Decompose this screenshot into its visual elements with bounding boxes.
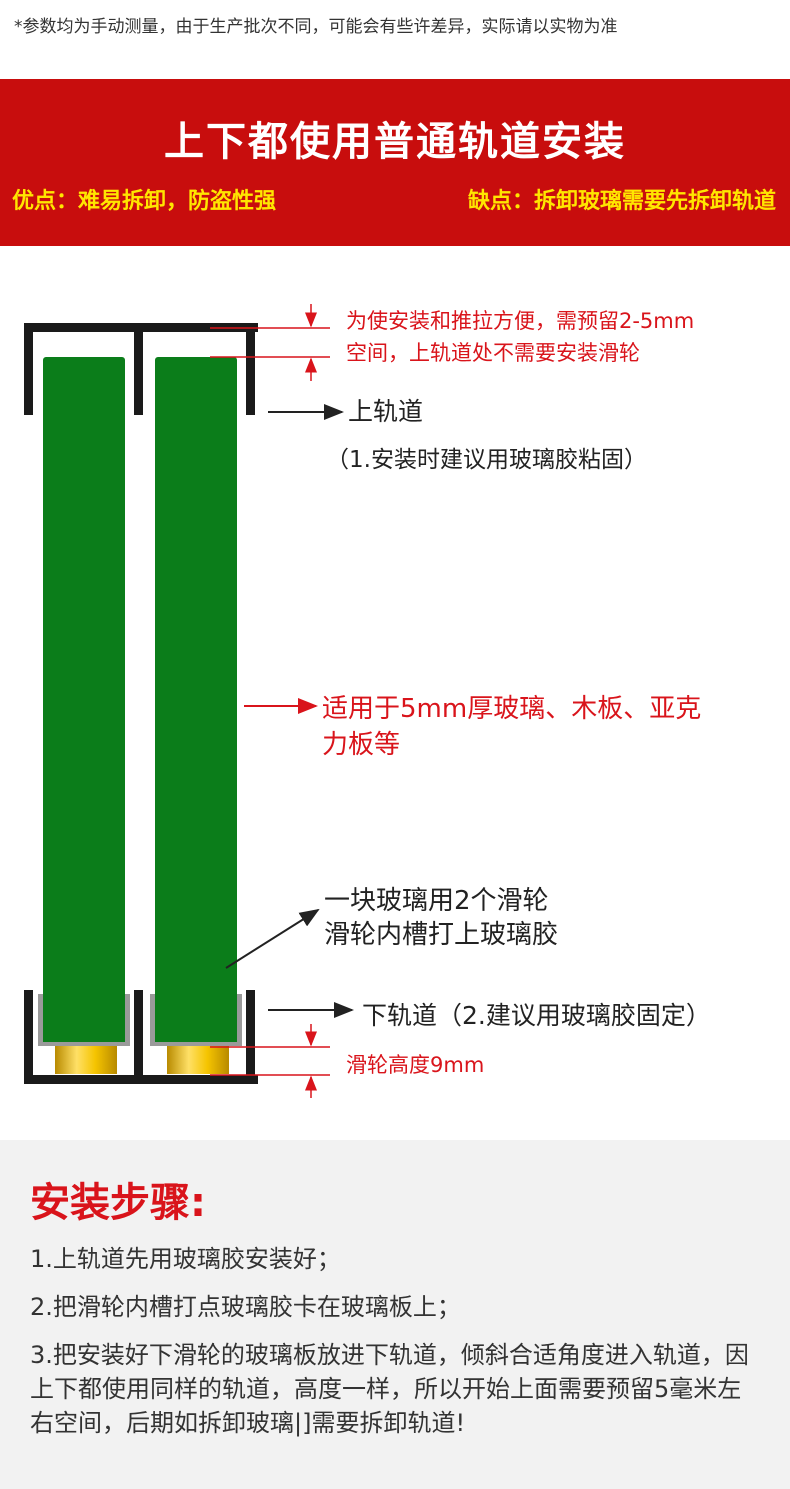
roller-right (167, 1046, 229, 1074)
top-gap-note-line1: 为使安装和推拉方便，需预留2-5mm (346, 309, 695, 333)
installation-steps: 安装步骤: 1.上轨道先用玻璃胶安装好； 2.把滑轮内槽打点玻璃胶卡在玻璃板上；… (0, 1140, 790, 1489)
step-3: 3.把安装好下滑轮的玻璃板放进下轨道，倾斜合适角度进入轨道，因上下都使用同样的轨… (30, 1341, 749, 1437)
upper-track (24, 323, 258, 415)
roller-holders (38, 994, 242, 1046)
step-1: 1.上轨道先用玻璃胶安装好； (30, 1245, 341, 1273)
measurement-note: *参数均为手动测量，由于生产批次不同，可能会有些许差异，实际请以实物为准 (14, 17, 618, 37)
glass-panel-left (43, 357, 125, 1045)
pros-text: 优点：难易拆卸，防盗性强 (12, 189, 277, 214)
roller-note-line1: 一块玻璃用2个滑轮 (324, 886, 549, 916)
steps-title: 安装步骤: (30, 1180, 206, 1226)
panel-material-line1: 适用于5mm厚玻璃、木板、亚克 (322, 694, 702, 724)
upper-track-note: （1.安装时建议用玻璃胶粘固） (326, 447, 647, 473)
roller-note-line2: 滑轮内槽打上玻璃胶 (324, 920, 559, 950)
banner-title: 上下都使用普通轨道安装 (164, 119, 626, 165)
header-banner: 上下都使用普通轨道安装 优点：难易拆卸，防盗性强 缺点：拆卸玻璃需要先拆卸轨道 (0, 79, 790, 246)
upper-track-label: 上轨道 (348, 397, 424, 426)
glass-panel-right (155, 357, 237, 1045)
roller-height-label: 滑轮高度9mm (346, 1053, 485, 1077)
panel-material-line2: 力板等 (322, 730, 401, 760)
step-2: 2.把滑轮内槽打点玻璃胶卡在玻璃板上； (30, 1293, 461, 1321)
track-diagram: 为使安装和推拉方便，需预留2-5mm 空间，上轨道处不需要安装滑轮 上轨道 （1… (0, 246, 790, 1140)
lower-track-label: 下轨道（2.建议用玻璃胶固定） (362, 1001, 711, 1030)
cons-text: 缺点：拆卸玻璃需要先拆卸轨道 (467, 189, 776, 214)
roller-left (55, 1046, 117, 1074)
top-gap-note-line2: 空间，上轨道处不需要安装滑轮 (346, 341, 640, 365)
lower-track (24, 990, 258, 1084)
roller-arrow (225, 908, 320, 969)
roller-height-dimension (210, 1024, 330, 1098)
track-diagram-svg (24, 304, 354, 1098)
top-gap-dimension (210, 304, 330, 381)
